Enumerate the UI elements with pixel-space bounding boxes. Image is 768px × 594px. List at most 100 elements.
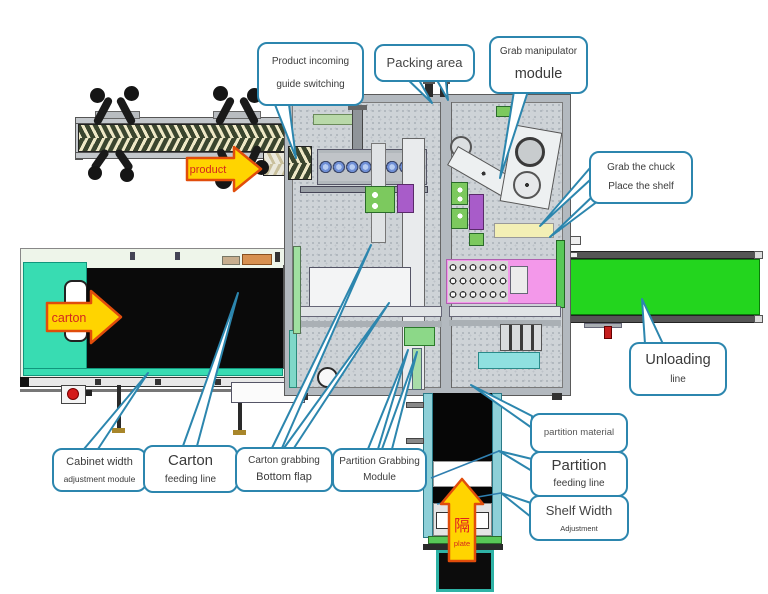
partition-belt-upper (433, 393, 492, 461)
guide-roller (124, 86, 139, 101)
callout-partition-material: partition material (530, 413, 628, 453)
machine-foot (552, 393, 562, 400)
partition-belt-lower (433, 487, 492, 503)
callout-text: Product incoming (271, 56, 350, 68)
callout-text: Unloading (645, 352, 711, 369)
green-strip-right (556, 240, 565, 308)
emergency-stop-button (67, 388, 79, 400)
green-column-lower (412, 348, 422, 390)
callout-cabinet-width: Cabinet width adjustment module (52, 448, 147, 492)
unloading-rail-top (565, 251, 763, 259)
carton-line-top-tick (130, 252, 135, 260)
partition-clamp (406, 402, 424, 408)
support-foot (112, 428, 125, 433)
actuator-cap (348, 105, 367, 110)
manipulator-pulley-top (515, 137, 545, 167)
arm-mount-plate-mid (213, 111, 261, 119)
guide-roller (90, 88, 105, 103)
callout-text: Shelf Width (545, 503, 613, 519)
callout-text: Cabinet width (66, 455, 133, 468)
unloading-red-stop (604, 326, 612, 339)
green-valve-block (451, 208, 468, 229)
gripper-assembly (500, 324, 542, 351)
callout-text: module (514, 66, 563, 83)
callout-text: Place the shelf (608, 180, 674, 192)
callout-partition-grabbing: Partition Grabbing Module (332, 448, 427, 492)
white-panel (309, 267, 411, 311)
partition-plate-grid (448, 261, 508, 302)
cyan-block (478, 352, 540, 369)
partition-roller (472, 512, 489, 529)
unloading-end-cap (754, 251, 763, 259)
white-piece (510, 266, 528, 294)
callout-packing-area: Packing area (374, 44, 475, 82)
teal-strip-left (289, 330, 297, 388)
leader-shelf-width (500, 492, 532, 518)
callout-carton-feeding: Carton feeding line (143, 445, 238, 493)
carton-belt (87, 268, 283, 368)
machine-foot (298, 393, 308, 400)
bearing-ring (317, 367, 338, 388)
product-conveyor-chain-belt (78, 124, 302, 152)
carton-line-teal-strip (23, 368, 283, 376)
unloading-end-cap (754, 315, 763, 323)
support-leg (238, 403, 242, 431)
callout-text: Carton (167, 451, 214, 469)
callout-text: Grab the chuck (607, 161, 675, 173)
horizontal-rail (449, 306, 561, 317)
machine-top-post (425, 82, 433, 97)
shelf-place-strip (494, 223, 554, 238)
green-block-top (496, 106, 511, 117)
horizontal-rail (296, 306, 442, 317)
unloading-mount (584, 323, 622, 328)
guide-roller (213, 86, 228, 101)
rail-under-cups (300, 186, 428, 193)
callout-text: Adjustment (560, 523, 598, 533)
callout-unloading-line: Unloading line (629, 342, 727, 396)
callout-text: guide switching (276, 79, 345, 91)
carton-pusher-bracket (64, 280, 88, 342)
callout-text: adjustment module (63, 473, 136, 484)
green-strip-left (293, 246, 301, 334)
base-rail-mark (155, 379, 161, 385)
purple-block (469, 194, 484, 230)
support-leg (117, 385, 121, 429)
callout-text: partition material (543, 427, 615, 439)
purple-block (397, 184, 414, 213)
callout-text: Bottom flap (256, 470, 312, 483)
callout-text: Carton grabbing (248, 454, 320, 466)
guide-roller (215, 172, 232, 189)
chain-entry-in-machine (288, 146, 312, 180)
callout-text: Partition Grabbing (339, 455, 420, 467)
callout-partition-feeding: Partition feeding line (530, 451, 628, 497)
green-valve-block (451, 182, 468, 205)
callout-shelf-width: Shelf Width Adjustment (529, 495, 629, 541)
callout-text: Module (363, 471, 396, 483)
partition-bottom-box (436, 550, 494, 592)
guide-roller (120, 168, 134, 182)
carton-line-tan-block (222, 256, 240, 265)
callout-text: feeding line (553, 478, 605, 490)
callout-text: feeding line (164, 473, 217, 485)
callout-carton-grabbing: Carton grabbing Bottom flap (235, 447, 333, 492)
machine-top-post (440, 82, 448, 97)
green-valve-block (365, 186, 395, 213)
support-foot (233, 430, 246, 435)
callout-text: Grab manipulator (499, 46, 578, 58)
unloading-belt (567, 259, 760, 315)
callout-grab-manipulator: Grab manipulator module (489, 36, 588, 94)
horizontal-rail-lower (449, 320, 561, 326)
partition-white-gap (433, 461, 492, 487)
callout-text: Packing area (386, 54, 463, 70)
partition-rail-right (492, 393, 502, 540)
carton-line-top-tick (175, 252, 180, 260)
carton-line-orange-block (242, 254, 272, 265)
unloading-rail-bottom (565, 315, 763, 323)
emergency-stop-key (86, 390, 92, 396)
guide-roller (254, 160, 269, 175)
machine-side-attachment (570, 236, 581, 245)
partition-grab-block (404, 327, 435, 346)
guide-roller (88, 166, 102, 180)
base-rail-mark (95, 379, 101, 385)
